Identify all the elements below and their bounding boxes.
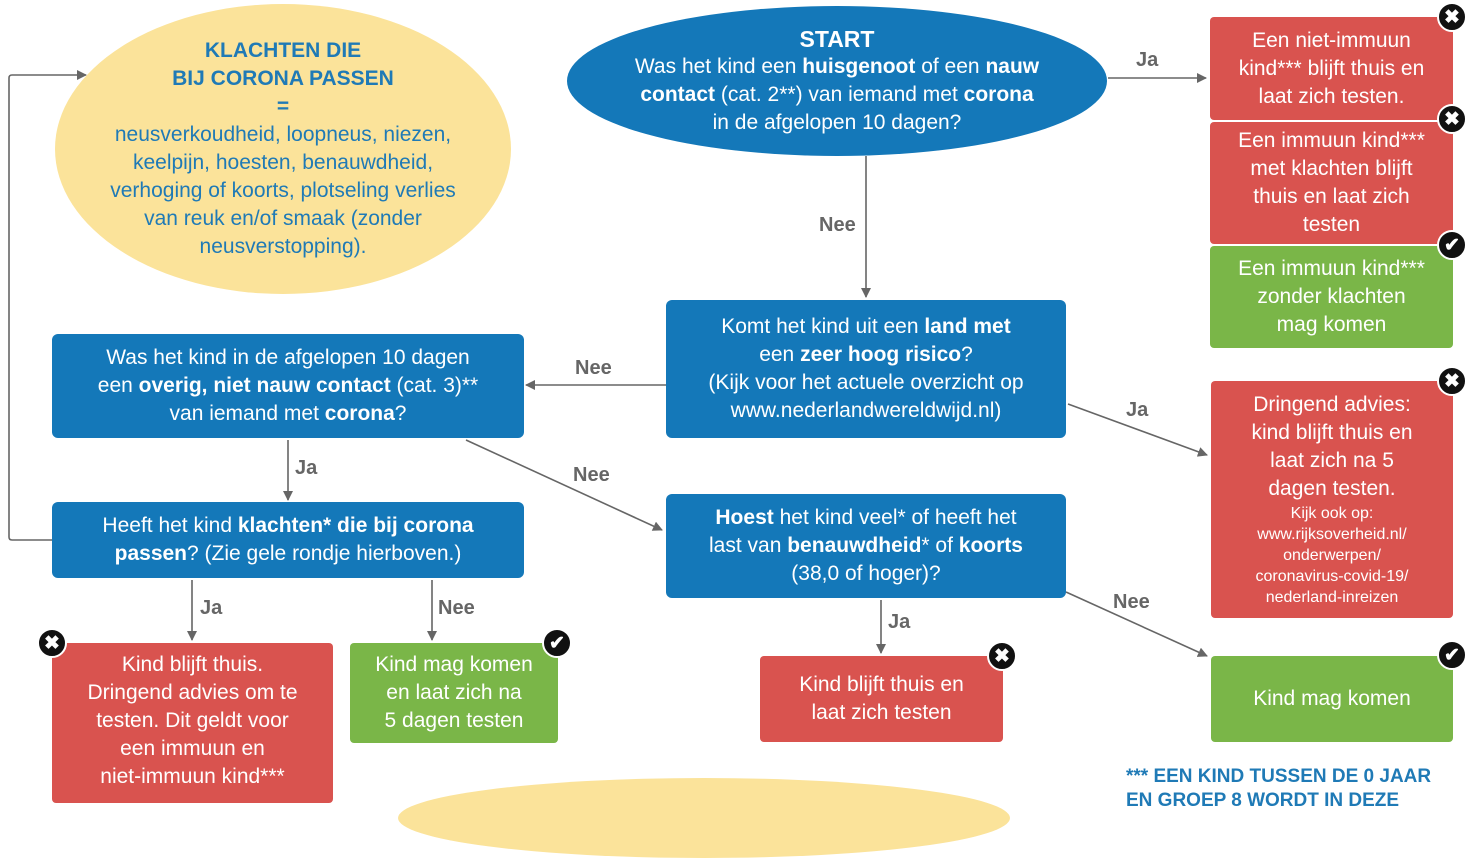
cough-node: Hoest het kind veel* of heeft het last v… [666, 494, 1066, 598]
outcome-immune-no-symptoms: Een immuun kind*** zonder klachten mag k… [1210, 246, 1453, 348]
outcome-immune-symptoms-line1: Een immuun kind*** [1238, 129, 1425, 152]
outcome-urgent-line4: dagen testen. [1268, 477, 1396, 500]
risk-country-line3: (Kijk voor het actuele overzicht op [708, 371, 1024, 394]
outcome-may-come-test-line2: en laat zich na [386, 681, 522, 704]
outcome-stay-home-line4: een immuun en [120, 737, 265, 760]
label-contact-yes: Ja [295, 457, 318, 479]
arrow-loop-to-symptoms [8, 70, 87, 541]
risk-country-line4: www.nederlandwereldwijd.nl) [730, 399, 1002, 422]
outcome-immune-symptoms: Een immuun kind*** met klachten blijft t… [1210, 122, 1453, 244]
outcome-may-come-test-line1: Kind mag komen [375, 653, 533, 676]
outcome-may-come: Kind mag komen [1211, 656, 1453, 742]
outcome-immune-no-symptoms-line3: mag komen [1276, 313, 1387, 336]
outcome-urgent-line2: kind blijft thuis en [1251, 421, 1413, 444]
other-contact-node: Was het kind in de afgelopen 10 dagen ee… [52, 334, 524, 438]
outcome-urgent-line3: laat zich na 5 [1270, 449, 1394, 472]
symptoms-equals: = [276, 95, 290, 118]
outcome-home-test-line2: laat zich testen [811, 701, 952, 724]
outcome-stay-home-line3: testen. Dit geldt voor [96, 709, 289, 732]
symptoms-line4: van reuk en/of smaak (zonder [144, 207, 422, 230]
start-line3: in de afgelopen 10 dagen? [712, 111, 962, 134]
label-symptoms-yes: Ja [200, 597, 223, 619]
outcome-urgent-small2: www.rijksoverheid.nl/ [1257, 526, 1407, 543]
arrow-contact-no [465, 439, 663, 531]
start-node: START Was het kind een huisgenoot of een… [567, 6, 1107, 156]
risk-country-line1: Komt het kind uit een land met [721, 315, 1011, 338]
symptoms-title-line1: KLACHTEN DIE [204, 39, 362, 62]
check-icon: ✔ [542, 628, 572, 658]
outcome-may-come-test: Kind mag komen en laat zich na 5 dagen t… [350, 643, 558, 743]
footnote-line1: *** EEN KIND TUSSEN DE 0 JAAR [1126, 766, 1432, 787]
symptoms-ellipse: KLACHTEN DIE BIJ CORONA PASSEN = neusver… [55, 4, 511, 294]
risk-country-node: Komt het kind uit een land met een zeer … [666, 300, 1066, 438]
other-contact-line3: van iemand met corona? [169, 402, 407, 425]
label-country-yes: Ja [1126, 399, 1149, 421]
cross-icon: ✖ [1437, 2, 1467, 32]
outcome-immune-no-symptoms-line2: zonder klachten [1257, 285, 1406, 308]
outcome-urgent-small1: Kijk ook op: [1290, 505, 1374, 522]
outcome-home-test: Kind blijft thuis en laat zich testen [760, 656, 1003, 742]
arrow-country-yes [1067, 403, 1208, 457]
outcome-stay-home-line5: niet-immuun kind*** [100, 765, 285, 788]
outcome-may-come-test-line3: 5 dagen testen [384, 709, 524, 732]
outcome-non-immune-line3: laat zich testen. [1258, 84, 1405, 108]
label-start-no: Nee [819, 214, 856, 236]
footnote-line2: EN GROEP 8 WORDT IN DEZE [1126, 790, 1400, 811]
symptoms-title-line2: BIJ CORONA PASSEN [172, 67, 394, 90]
outcome-urgent-line1: Dringend advies: [1253, 393, 1411, 416]
bottom-note-ellipse [398, 778, 1010, 858]
label-country-no: Nee [575, 357, 612, 379]
has-symptoms-line1: Heeft het kind klachten* die bij corona [102, 514, 474, 537]
outcome-immune-symptoms-line2: met klachten blijft [1250, 157, 1413, 180]
has-symptoms-node: Heeft het kind klachten* die bij corona … [52, 502, 524, 578]
outcome-immune-symptoms-line3: thuis en laat zich [1253, 185, 1410, 208]
outcome-urgent-small4: coronavirus-covid-19/ [1255, 568, 1409, 585]
check-icon: ✔ [1437, 640, 1467, 670]
outcome-non-immune-line2: kind*** blijft thuis en [1238, 56, 1425, 80]
start-line1: Was het kind een huisgenoot of een nauw [634, 55, 1040, 78]
cough-line3: (38,0 of hoger)? [791, 562, 941, 585]
arrow-cough-no [1065, 591, 1208, 657]
cross-icon: ✖ [987, 641, 1017, 671]
outcome-non-immune: Een niet-immuun kind*** blijft thuis en … [1210, 17, 1453, 120]
outcome-immune-symptoms-line4: testen [1302, 213, 1361, 236]
symptoms-line3: verhoging of koorts, plotseling verlies [110, 179, 456, 202]
outcome-stay-home-line2: Dringend advies om te [87, 681, 298, 704]
label-cough-yes: Ja [888, 611, 911, 633]
outcome-urgent-small3: onderwerpen/ [1283, 547, 1381, 564]
other-contact-line1: Was het kind in de afgelopen 10 dagen [106, 346, 470, 369]
start-line2: contact (cat. 2**) van iemand met corona [640, 83, 1034, 106]
symptoms-line5: neusverstopping). [199, 235, 367, 258]
cross-icon: ✖ [37, 628, 67, 658]
cough-line1: Hoest het kind veel* of heeft het [715, 506, 1017, 529]
outcome-non-immune-line1: Een niet-immuun [1252, 28, 1411, 52]
outcome-immune-no-symptoms-line1: Een immuun kind*** [1238, 257, 1425, 280]
check-icon: ✔ [1437, 230, 1467, 260]
connector-lines [8, 70, 1208, 657]
risk-country-line2: een zeer hoog risico? [759, 343, 973, 366]
label-contact-no: Nee [573, 464, 610, 486]
outcome-stay-home-advice: Kind blijft thuis. Dringend advies om te… [52, 643, 333, 803]
symptoms-line1: neusverkoudheid, loopneus, niezen, [114, 123, 452, 146]
label-start-yes: Ja [1136, 49, 1159, 71]
label-cough-no: Nee [1113, 591, 1150, 613]
has-symptoms-line2: passen? (Zie gele rondje hierboven.) [114, 542, 462, 565]
outcome-home-test-line1: Kind blijft thuis en [799, 673, 964, 696]
start-title: START [799, 26, 875, 52]
symptoms-line2: keelpijn, hoesten, benauwdheid, [132, 151, 434, 174]
outcome-stay-home-line1: Kind blijft thuis. [121, 653, 264, 676]
cough-line2: last van benauwdheid* of koorts [709, 534, 1023, 557]
cross-icon: ✖ [1437, 366, 1467, 396]
outcome-may-come-line1: Kind mag komen [1253, 687, 1411, 710]
outcome-urgent-advice: Dringend advies: kind blijft thuis en la… [1211, 381, 1453, 618]
outcome-urgent-small5: nederland-inreizen [1265, 589, 1399, 606]
cross-icon: ✖ [1437, 104, 1467, 134]
other-contact-line2: een overig, niet nauw contact (cat. 3)** [97, 374, 479, 397]
label-symptoms-no: Nee [438, 597, 475, 619]
